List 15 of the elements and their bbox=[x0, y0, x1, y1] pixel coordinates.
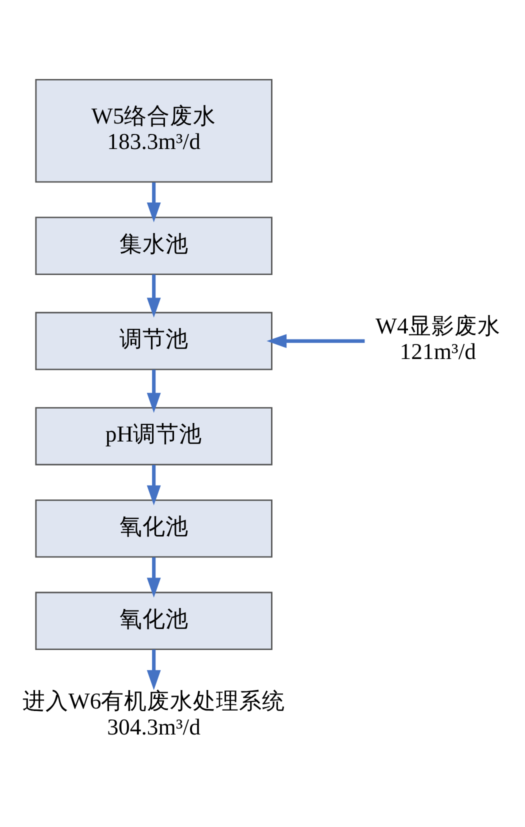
node-box: W5络合废水 183.3m³/d bbox=[35, 78, 272, 183]
node-box: 氧化池 bbox=[35, 499, 272, 558]
node-box: 调节池 bbox=[35, 312, 272, 370]
node-text: W4显影废水 121m³/d bbox=[376, 314, 500, 364]
arrow bbox=[146, 182, 161, 222]
node-box: pH调节池 bbox=[35, 407, 272, 466]
node-box: 集水池 bbox=[35, 216, 272, 275]
arrow bbox=[146, 650, 161, 690]
arrow bbox=[146, 557, 161, 598]
arrow bbox=[266, 334, 365, 348]
node-box: 氧化池 bbox=[35, 592, 272, 650]
node-text: 进入W6有机废水处理系统 304.3m³/d bbox=[22, 688, 286, 740]
arrow bbox=[146, 464, 161, 506]
arrow bbox=[146, 370, 161, 413]
arrow bbox=[146, 274, 161, 318]
